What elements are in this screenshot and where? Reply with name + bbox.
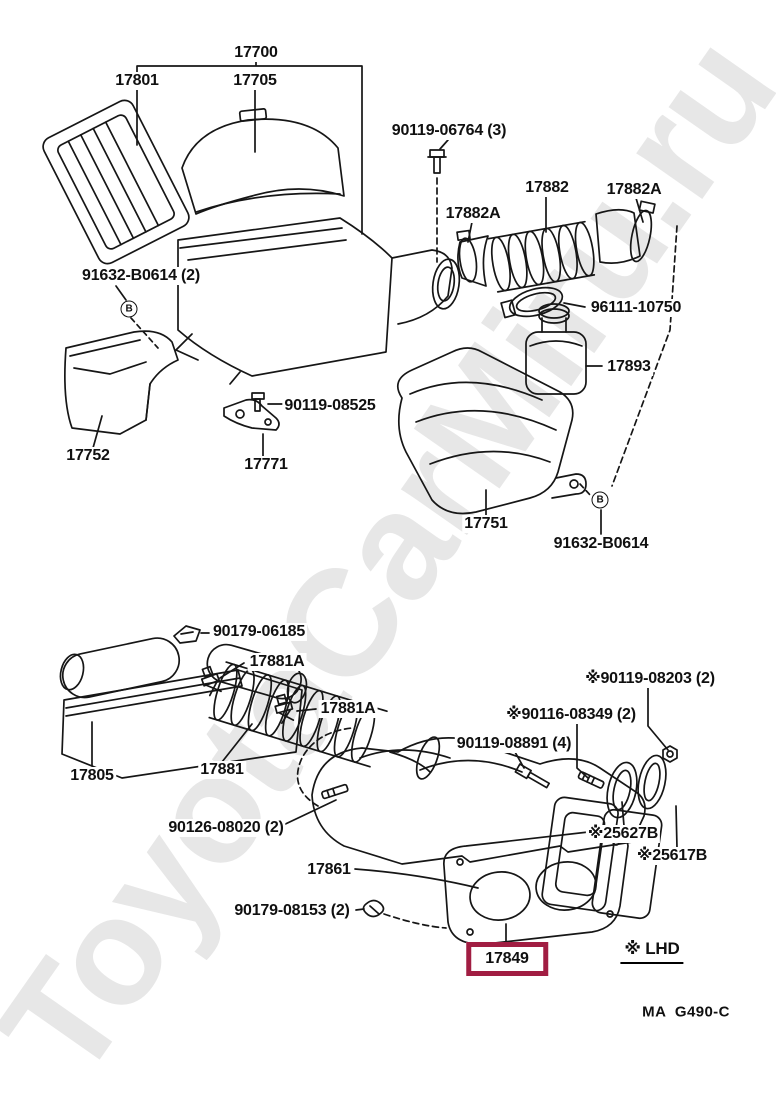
part-label-17882[interactable]: 17882 — [523, 179, 571, 197]
figure-code: MA G490-C — [642, 1003, 730, 1021]
fastener-symbol-b-upper: B — [120, 300, 138, 318]
air-cleaner-case-drawing — [175, 217, 461, 385]
grommet-drawing — [355, 899, 447, 929]
part-label-17893[interactable]: 17893 — [605, 358, 653, 376]
part-label-17801[interactable]: 17801 — [113, 72, 161, 90]
part-label-96111-10750[interactable]: 96111-10750 — [588, 299, 684, 317]
part-label-17881a-upper[interactable]: 17881A — [247, 653, 307, 671]
part-label-90179-08153[interactable]: 90179-08153 (2) — [232, 902, 352, 920]
lhd-note: ※ LHD — [620, 938, 684, 964]
part-label-90119-08525[interactable]: 90119-08525 — [282, 397, 378, 415]
air-cleaner-cap-drawing — [181, 108, 345, 215]
part-label-90116-08349[interactable]: ※90116-08349 (2) — [504, 706, 638, 724]
part-label-91632-b0614-lower[interactable]: 91632-B0614 — [551, 535, 651, 553]
resonator-drawing — [396, 347, 602, 535]
part-label-17752[interactable]: 17752 — [64, 447, 112, 465]
part-label-17881a-lower[interactable]: 17881A — [318, 700, 378, 718]
intake-chamber-drawing — [296, 727, 663, 920]
part-label-17861[interactable]: 17861 — [305, 861, 353, 879]
gaskets-and-fasteners-drawing — [276, 687, 678, 849]
part-label-90119-08891[interactable]: 90119-08891 (4) — [454, 735, 574, 753]
part-label-90119-06764[interactable]: 90119-06764 (3) — [389, 122, 509, 140]
part-label-90179-06185[interactable]: 90179-06185 — [210, 623, 308, 641]
part-label-17882a-right[interactable]: 17882A — [604, 181, 664, 199]
part-label-17881[interactable]: 17881 — [198, 761, 246, 779]
part-label-17805[interactable]: 17805 — [68, 767, 116, 785]
part-label-90126-08020[interactable]: 90126-08020 (2) — [166, 819, 286, 837]
part-label-17700[interactable]: 17700 — [232, 44, 280, 62]
part-label-17751[interactable]: 17751 — [462, 515, 510, 533]
bolt-90119-06764-icon — [427, 139, 449, 263]
fastener-b-leaders — [115, 285, 159, 349]
part-label-25627b[interactable]: ※25627B — [585, 825, 661, 843]
part-label-17705[interactable]: 17705 — [231, 72, 279, 90]
inlet-duct-drawing — [64, 330, 179, 449]
air-filter-element-drawing — [42, 99, 190, 265]
bracket-drawing — [223, 392, 283, 457]
air-hose-drawing — [456, 195, 678, 487]
part-label-90119-08203[interactable]: ※90119-08203 (2) — [583, 670, 717, 688]
part-label-17771[interactable]: 17771 — [242, 456, 290, 474]
part-label-91632-b0614-upper[interactable]: 91632-B0614 (2) — [80, 267, 202, 285]
part-label-25617b[interactable]: ※25617B — [634, 847, 710, 865]
clip-drawing — [173, 625, 210, 644]
clamp-17881a-lower-icon — [274, 693, 317, 725]
fastener-symbol-b-lower: B — [591, 491, 609, 509]
reservoir-bottle-drawing — [525, 303, 603, 395]
part-label-17849-selected[interactable]: 17849 — [466, 942, 548, 976]
part-label-17882a-left[interactable]: 17882A — [443, 205, 503, 223]
leader-lines-top — [136, 57, 363, 235]
